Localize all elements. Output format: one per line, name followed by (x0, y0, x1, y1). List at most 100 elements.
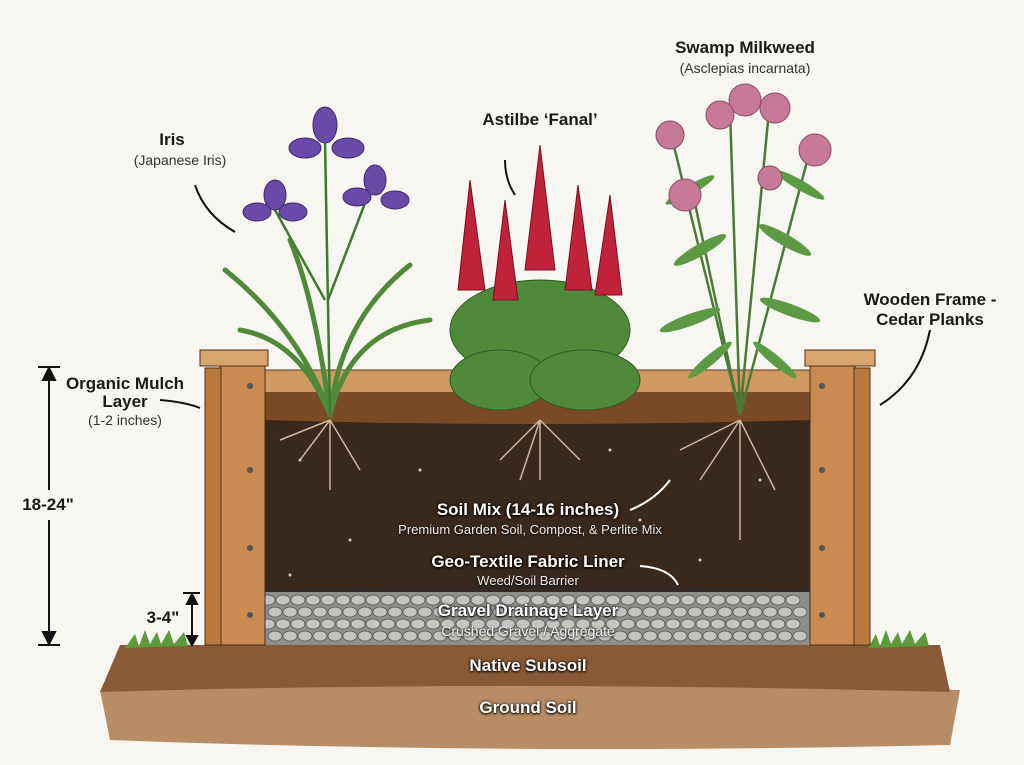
frame-label-1: Wooden Frame - (863, 290, 997, 309)
gravel-stone (590, 594, 606, 606)
gravel-stones (260, 594, 808, 642)
gravel-stone (740, 618, 756, 630)
gravel-stone (380, 618, 396, 630)
gravel-stone (702, 606, 718, 618)
gravel-stone (710, 594, 726, 606)
callout-arrows (159, 159, 931, 409)
gravel-stone (350, 594, 366, 606)
gravel-stone (567, 606, 583, 618)
gravel-stone (665, 618, 681, 630)
gravel-stone (725, 618, 741, 630)
gravel-stone (537, 606, 553, 618)
gravel-stone (282, 606, 298, 618)
gravel-stone (537, 630, 553, 642)
grass-right (868, 630, 929, 648)
gravel-stone (755, 618, 771, 630)
gravel-stone (417, 630, 433, 642)
gravel-stone (777, 630, 793, 642)
gravel-stone (297, 630, 313, 642)
subsoil-title: Native Subsoil (469, 656, 587, 675)
gravel-stone (275, 618, 291, 630)
gravel-stone (530, 618, 546, 630)
gravel-stone (657, 606, 673, 618)
frame-label-2: Cedar Planks (876, 310, 984, 329)
gravel-stone (417, 606, 433, 618)
gravel-stone (395, 594, 411, 606)
gravel-stone (717, 630, 733, 642)
left-post (219, 359, 266, 646)
dimension-3-4 (183, 591, 200, 648)
gravel-stone (755, 594, 771, 606)
gravel-stone (770, 618, 786, 630)
gravel-stone (672, 630, 688, 642)
gravel-stone (545, 618, 561, 630)
gravel-stone (395, 618, 411, 630)
iris-label: Iris (159, 130, 185, 149)
gravel-stone (680, 618, 696, 630)
gravel-stone (267, 630, 283, 642)
gravel-stone (597, 606, 613, 618)
grass-left (125, 630, 188, 648)
gravel-stone (327, 606, 343, 618)
gravel-stone (732, 606, 748, 618)
astilbe-plant (449, 144, 641, 411)
left-post-cap (199, 349, 269, 367)
gravel-stone (650, 594, 666, 606)
gravel-stone (455, 618, 471, 630)
gravel-stone (342, 606, 358, 618)
ground-soil-layer (100, 685, 960, 749)
mulch-label-1: Organic Mulch (65, 374, 185, 393)
gravel-stone (732, 630, 748, 642)
gravel-stone (545, 594, 561, 606)
gravel-stone (297, 606, 313, 618)
gravel-stone (350, 618, 366, 630)
gravel-stone (605, 594, 621, 606)
gravel-stone (612, 606, 628, 618)
gravel-stone (680, 594, 696, 606)
gravel-stone (312, 630, 328, 642)
gravel-stone (552, 606, 568, 618)
gravel-stone (275, 594, 291, 606)
dimension-18-24 (38, 365, 60, 647)
gravel-stone (575, 618, 591, 630)
gravel-stone (747, 630, 763, 642)
gravel-stone (477, 630, 493, 642)
gravel-stone (627, 630, 643, 642)
gravel-stone (327, 630, 343, 642)
gravel-stone (695, 618, 711, 630)
gravel-stone (305, 594, 321, 606)
gravel-stone (387, 606, 403, 618)
gravel-stone (387, 630, 403, 642)
gravel-stone (627, 606, 643, 618)
milkweed-label: Swamp Milkweed (675, 38, 815, 57)
gravel-stone (402, 630, 418, 642)
gravel-stone (447, 606, 463, 618)
gravel-stone (492, 630, 508, 642)
gravel-stone (785, 618, 801, 630)
gravel-stone (792, 606, 808, 618)
roots (279, 419, 776, 540)
gravel-stone (432, 606, 448, 618)
gravel-stone (605, 618, 621, 630)
gravel-stone (635, 618, 651, 630)
gravel-stone (432, 630, 448, 642)
gravel-stone (530, 594, 546, 606)
milkweed-subtitle: (Asclepias incarnata) (679, 60, 811, 76)
gravel-detail: Crushed Gravel / Aggregate (441, 623, 615, 639)
gravel-stone (770, 594, 786, 606)
gravel-stone (620, 594, 636, 606)
gravel-stone (657, 630, 673, 642)
screws (247, 383, 825, 618)
gravel-stone (372, 606, 388, 618)
gravel-stone (762, 630, 778, 642)
gravel-stone (440, 618, 456, 630)
subsoil-layer (100, 645, 950, 692)
gravel-stone (672, 606, 688, 618)
gravel-stone (687, 630, 703, 642)
gravel-stone (590, 618, 606, 630)
mulch-label-2: Layer (102, 392, 148, 411)
gravel-stone (582, 606, 598, 618)
gravel-stone (282, 630, 298, 642)
gravel-stone (372, 630, 388, 642)
gravel-stone (522, 630, 538, 642)
